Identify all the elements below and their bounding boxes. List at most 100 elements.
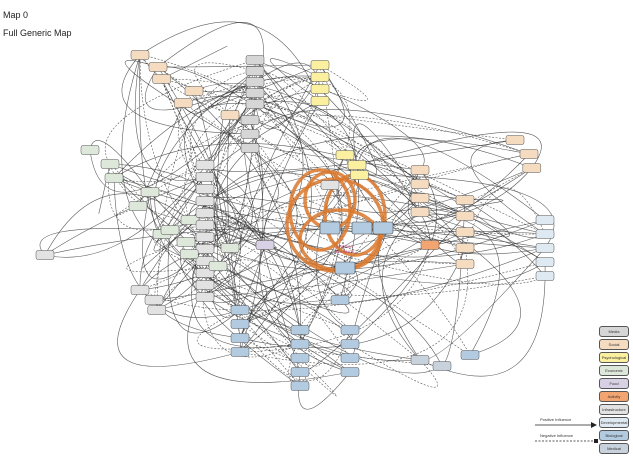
influence-edge bbox=[377, 214, 466, 361]
factor-node bbox=[184, 86, 204, 96]
factor-node bbox=[535, 243, 555, 253]
influence-edge bbox=[239, 244, 431, 353]
influence-edge bbox=[217, 265, 355, 359]
legend-item-biological: Biological bbox=[599, 430, 629, 441]
influence-edge bbox=[329, 167, 532, 213]
factor-node bbox=[290, 381, 310, 391]
influence-edge bbox=[153, 299, 241, 339]
factor-node bbox=[240, 129, 260, 139]
influence-edge bbox=[161, 78, 466, 265]
influence-edge bbox=[98, 163, 111, 214]
influence-edge bbox=[204, 153, 530, 286]
factor-node bbox=[147, 305, 167, 315]
legend-item-infrastructure: Infrastructure bbox=[599, 404, 629, 415]
influence-edge bbox=[419, 261, 546, 377]
influence-edge bbox=[229, 70, 301, 157]
legend-item-media: Media bbox=[599, 326, 629, 337]
factor-node bbox=[240, 115, 260, 125]
factor-node bbox=[80, 145, 100, 155]
factor-node bbox=[230, 347, 250, 357]
influence-edge bbox=[189, 196, 466, 249]
influence-edge bbox=[204, 284, 302, 346]
factor-node bbox=[340, 367, 360, 377]
influence-edge bbox=[324, 140, 466, 217]
influence-edge bbox=[356, 137, 546, 221]
influence-edge bbox=[189, 219, 352, 301]
factor-node bbox=[195, 196, 215, 206]
influence-edge bbox=[161, 78, 266, 246]
influence-edge bbox=[204, 176, 471, 356]
influence-edge bbox=[204, 164, 253, 274]
influence-edge bbox=[299, 244, 431, 331]
influence-edge bbox=[254, 103, 471, 356]
influence-edge bbox=[193, 90, 267, 94]
influence-edge bbox=[254, 103, 516, 141]
factor-node bbox=[330, 295, 350, 305]
factor-node bbox=[460, 350, 480, 360]
factor-node bbox=[290, 339, 310, 349]
factor-node bbox=[535, 257, 555, 267]
influence-edge bbox=[192, 267, 351, 373]
influence-edge bbox=[204, 248, 267, 325]
factor-node bbox=[410, 207, 430, 217]
factor-node bbox=[410, 355, 430, 365]
influence-edge bbox=[239, 133, 308, 325]
influence-edge bbox=[44, 92, 256, 258]
influence-edge bbox=[193, 83, 421, 185]
energy-balance-node bbox=[334, 261, 356, 275]
influence-edge bbox=[152, 233, 351, 331]
factor-node bbox=[220, 243, 240, 253]
influence-edge bbox=[153, 176, 206, 252]
factor-node bbox=[535, 271, 555, 281]
factor-node bbox=[310, 72, 330, 82]
factor-node bbox=[230, 305, 250, 315]
factor-node bbox=[220, 110, 240, 120]
factor-node bbox=[519, 149, 539, 159]
influence-edge bbox=[109, 163, 301, 387]
factor-node bbox=[310, 60, 330, 70]
influence-edge bbox=[156, 221, 241, 311]
influence-edge bbox=[249, 109, 530, 155]
factor-node bbox=[128, 201, 148, 211]
factor-node bbox=[455, 211, 475, 221]
factor-node bbox=[195, 220, 215, 230]
factor-node bbox=[245, 55, 265, 65]
factor-node bbox=[290, 353, 310, 363]
factor-node bbox=[230, 319, 250, 329]
factor-node bbox=[290, 325, 310, 335]
energy-balance-node bbox=[372, 221, 394, 235]
influence-edge bbox=[204, 139, 516, 173]
factor-node bbox=[35, 250, 55, 260]
factor-node bbox=[148, 62, 168, 72]
map-subtitle: Full Generic Map bbox=[3, 28, 72, 38]
influence-edge bbox=[189, 135, 532, 221]
factor-node bbox=[455, 243, 475, 253]
influence-edge bbox=[407, 167, 532, 223]
factor-node bbox=[340, 325, 360, 335]
influence-edge bbox=[204, 272, 421, 362]
factor-node bbox=[432, 361, 452, 371]
influence-edge bbox=[169, 228, 351, 331]
influence-edge bbox=[419, 247, 546, 361]
influence-edge bbox=[254, 103, 340, 345]
influence-edge bbox=[204, 260, 350, 314]
factor-node bbox=[310, 96, 330, 106]
factor-node bbox=[152, 74, 171, 84]
legend-item-social: Social bbox=[599, 339, 629, 350]
influence-edge bbox=[139, 54, 163, 235]
factor-node bbox=[410, 193, 430, 203]
factor-node bbox=[255, 240, 275, 250]
factor-node bbox=[410, 179, 430, 189]
influence-edge bbox=[254, 73, 358, 166]
influence-edge bbox=[239, 247, 466, 348]
influence-edge bbox=[157, 66, 301, 345]
influence-edge bbox=[254, 103, 546, 277]
influence-edge bbox=[192, 260, 301, 387]
influence-edge bbox=[204, 259, 351, 359]
factor-node bbox=[455, 259, 475, 269]
factor-node bbox=[455, 227, 475, 237]
influence-edge bbox=[156, 277, 301, 359]
factor-node bbox=[195, 184, 215, 194]
influence-edge bbox=[418, 199, 546, 263]
